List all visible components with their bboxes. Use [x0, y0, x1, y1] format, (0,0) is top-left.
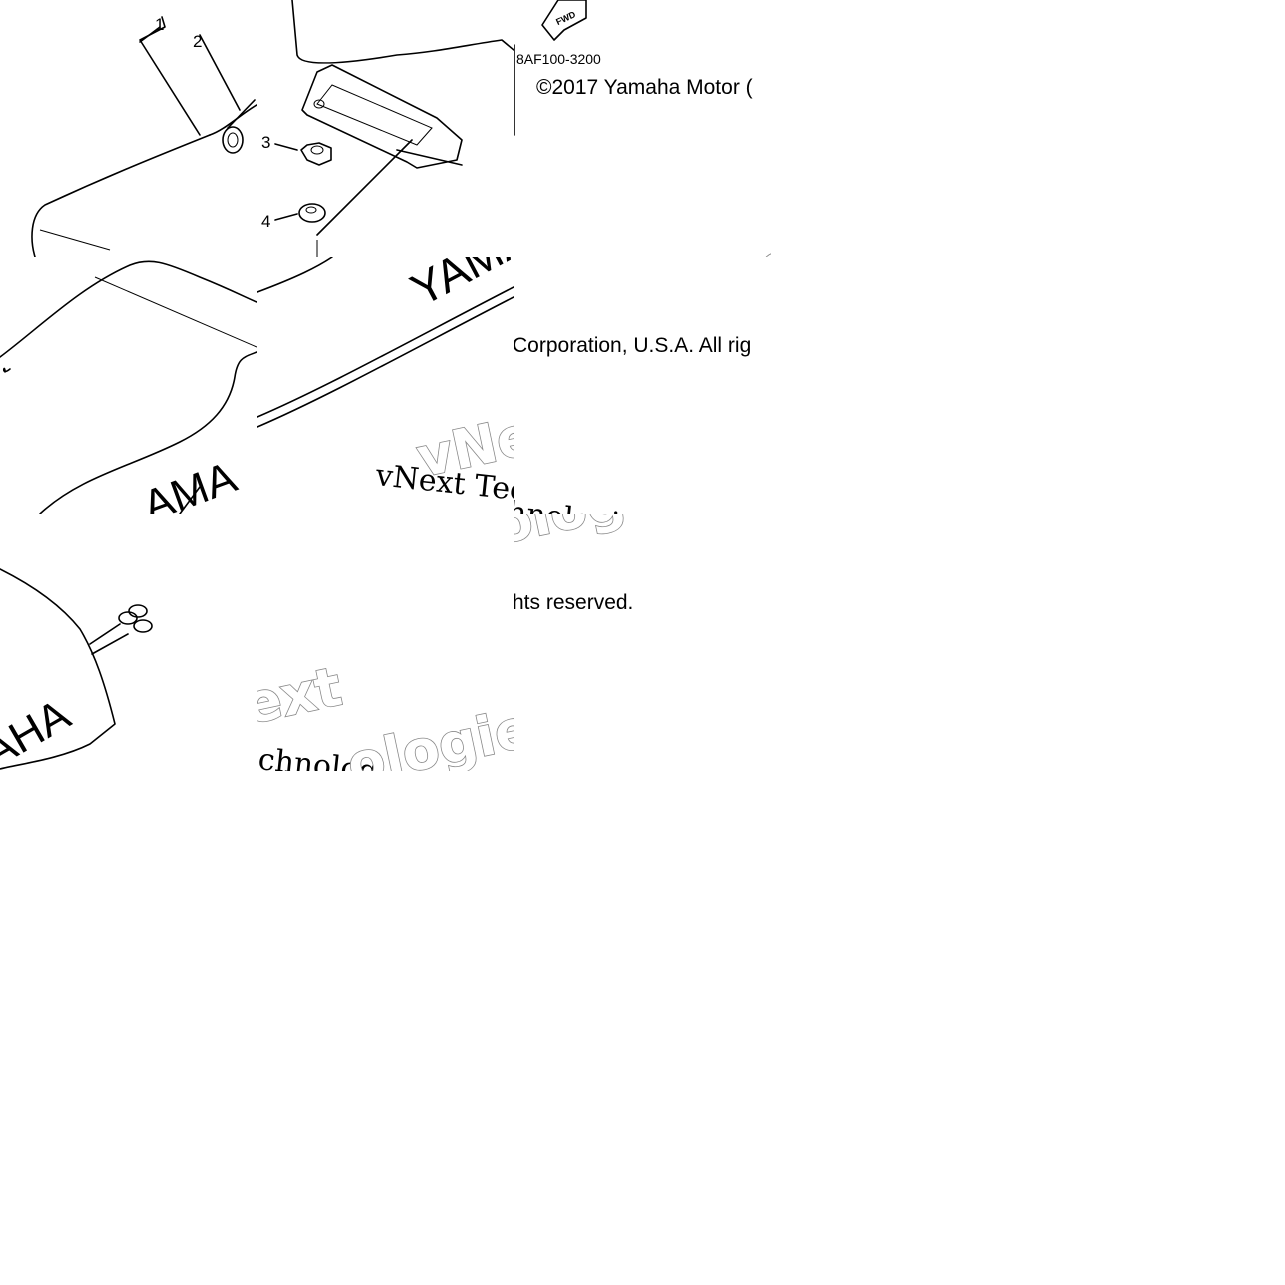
callout-3: 3: [261, 133, 270, 152]
callout-2: 2: [193, 32, 202, 51]
tile-seat-mid: AMA: [0, 257, 257, 514]
parts-diagram-tiles: 1 2 3 4 FWD 8AF100-3200: [0, 0, 772, 772]
brand-seat-left: AMA: [137, 453, 244, 514]
copyright-line-3: hts reserved.: [514, 591, 633, 614]
tile-seat-right: YAMA vNe vNext Tec: [257, 257, 514, 514]
tile-seat-front: 1 2: [0, 0, 257, 257]
callout-1: 1: [155, 15, 164, 34]
seat-right-drawing: YAMA vNe vNext Tec: [257, 257, 514, 509]
seat-mid-drawing: AMA: [0, 260, 257, 514]
watermark-ologie: ologie: [342, 696, 514, 771]
watermark-bottom: ext chnolog ologie: [257, 654, 514, 771]
copyright-line-2: Corporation, U.S.A. All rig: [514, 334, 751, 357]
tile-hardware: 3 4: [257, 0, 514, 257]
copyright-line-1: ©2017 Yamaha Motor (: [536, 76, 753, 99]
brand-seat-top-right: YAMA: [402, 257, 514, 316]
part-code: 8AF100-3200: [516, 51, 601, 67]
header-drawing: FWD 8AF100-3200 ©2017 Yamaha Motor ( Tec…: [514, 0, 771, 257]
watermark-hnologies: hnologies: [514, 495, 654, 514]
watermark-olog: olog: [514, 514, 630, 557]
hardware-drawing: 3 4: [261, 0, 514, 257]
tile-copyright-mid: Corporation, U.S.A. All rig hnologies: [514, 257, 771, 514]
seat-bottom-drawing: AHA: [0, 568, 153, 771]
watermark-ext: ext: [257, 655, 347, 737]
brand-seat-bottom: AHA: [0, 690, 79, 771]
tile-watermark-bottom: ext chnolog ologie: [257, 514, 514, 771]
tile-copyright-end: hts reserved. olog: [514, 514, 771, 771]
watermark-techno: Techno: [575, 229, 771, 257]
callout-4: 4: [261, 212, 270, 231]
copyright-end: hts reserved. olog: [514, 514, 633, 614]
tile-header: FWD 8AF100-3200 ©2017 Yamaha Motor ( Tec…: [514, 0, 771, 257]
seat-front-drawing: 1 2: [31, 15, 257, 257]
tile-seat-bottom: AHA: [0, 514, 257, 771]
copyright-mid: Corporation, U.S.A. All rig hnologies: [514, 334, 751, 514]
